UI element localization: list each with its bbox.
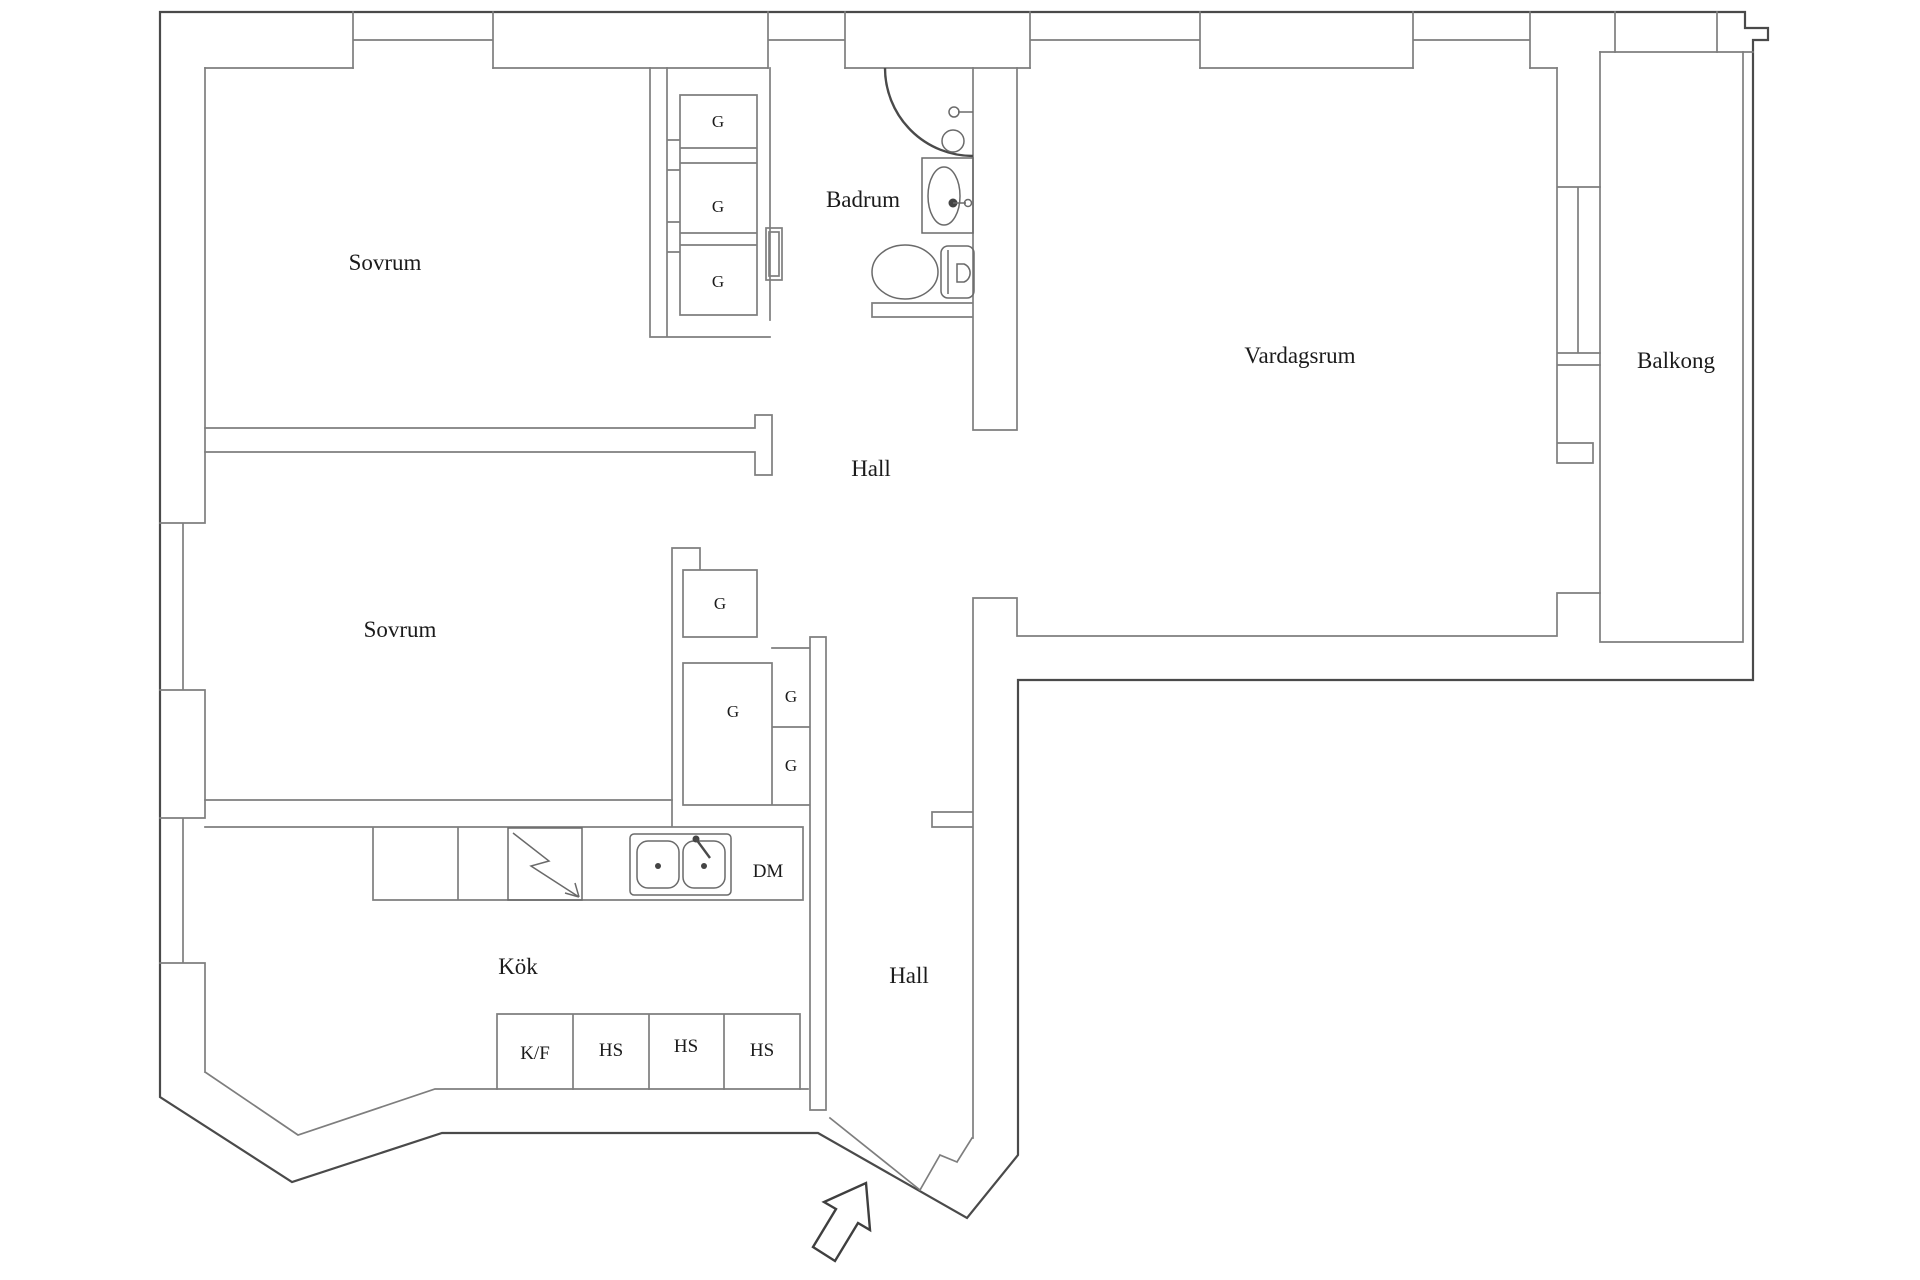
room-label-sovrum-top: Sovrum: [349, 250, 422, 275]
upper-closet-walls: [649, 67, 771, 338]
hall-livingroom-wall: [931, 592, 1601, 1139]
room-label-hall-upper: Hall: [851, 456, 891, 481]
closet-label: G: [785, 756, 797, 775]
room-label-badrum: Badrum: [826, 187, 900, 212]
kitchen-walls: [204, 799, 804, 1090]
left-wall-windows: [159, 67, 809, 1136]
balcony-walls: [1599, 51, 1744, 643]
kitchen-sink-icon: [629, 833, 732, 896]
room-label-vardagsrum: Vardagsrum: [1244, 343, 1355, 368]
toilet-icon: [871, 244, 975, 300]
dishwasher-label: DM: [753, 861, 784, 882]
closet-label: G: [727, 702, 739, 721]
closet-label: G: [712, 112, 724, 131]
closet-label: G: [785, 687, 797, 706]
fridge-freezer-label: K/F: [520, 1043, 550, 1064]
bathroom-door: [765, 227, 783, 281]
stove-icon: [507, 827, 583, 901]
tall-cabinet-label: HS: [599, 1040, 623, 1061]
bedroom-divider-wall: [204, 414, 773, 476]
entry-niche: [828, 1116, 974, 1192]
entry-arrow-icon: [811, 1181, 872, 1263]
closet-label: G: [712, 197, 724, 216]
bathroom-walls: [871, 67, 1018, 431]
room-label-kok: Kök: [498, 954, 538, 979]
tall-cabinet-label: HS: [750, 1040, 774, 1061]
washbasin-icon: [921, 157, 974, 234]
tall-cabinet-label: HS: [674, 1036, 698, 1057]
top-windows: [352, 11, 1718, 69]
shower-icon: [883, 67, 974, 158]
room-label-sovrum-bottom: Sovrum: [364, 617, 437, 642]
room-label-hall-lower: Hall: [889, 963, 929, 988]
room-label-balkong: Balkong: [1637, 348, 1715, 373]
closet-label: G: [712, 272, 724, 291]
inner-top-wall: [204, 51, 1754, 69]
livingroom-right-wall: [1556, 67, 1601, 464]
lower-closet-walls: [671, 547, 827, 1111]
outer-wall: [158, 10, 1770, 1220]
closet-label: G: [714, 594, 726, 613]
